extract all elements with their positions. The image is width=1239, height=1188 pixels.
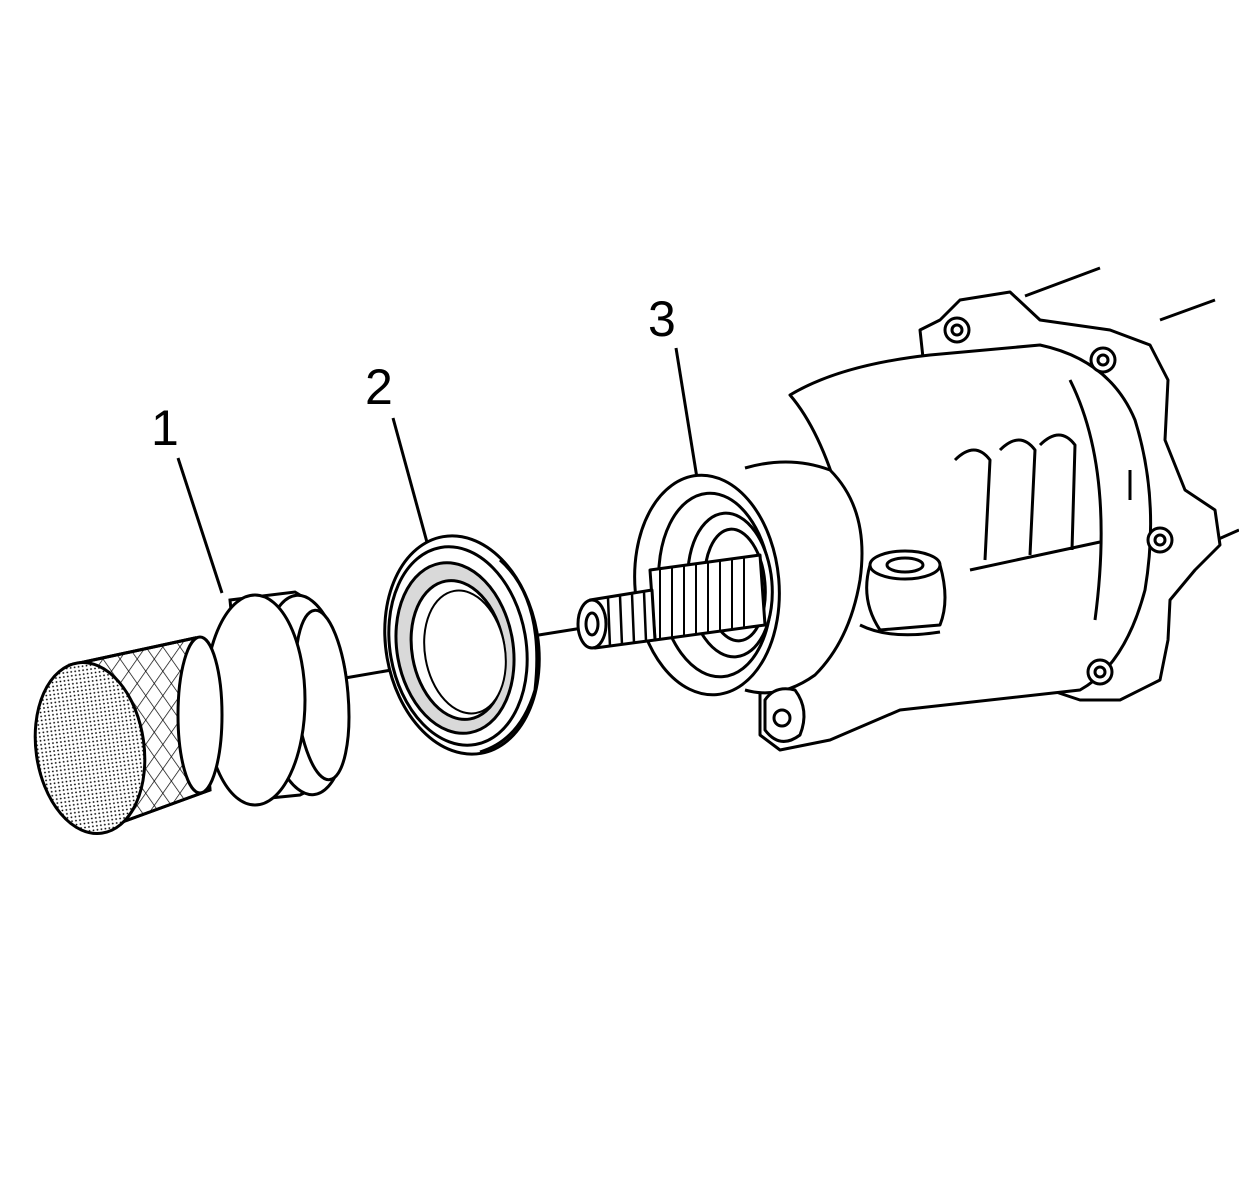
leader-3 xyxy=(674,347,699,479)
callout-3: 3 xyxy=(648,291,676,347)
seal-installer-tool xyxy=(33,590,351,835)
callout-1: 1 xyxy=(151,400,179,456)
leader-1 xyxy=(176,457,224,594)
leader-2 xyxy=(391,417,430,547)
oil-seal xyxy=(383,534,541,756)
callout-2: 2 xyxy=(365,359,393,415)
leader-lines xyxy=(176,347,699,594)
transfer-case-housing xyxy=(576,266,1239,752)
